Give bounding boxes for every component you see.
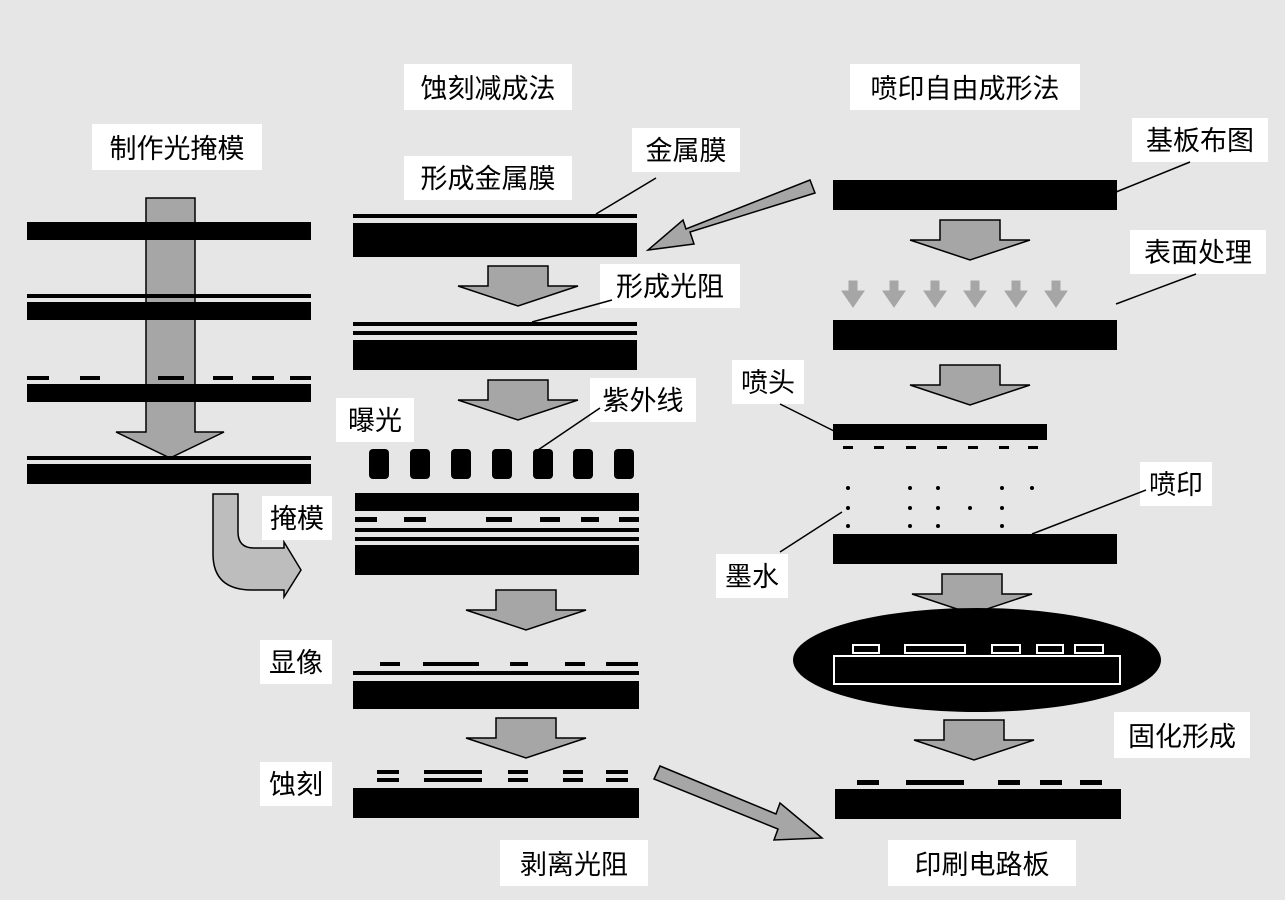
mask-film-2 — [27, 294, 311, 298]
etch-label: 蚀刻 — [269, 770, 323, 801]
cured-traces — [852, 644, 1104, 654]
developed-resist — [380, 662, 638, 666]
curved-arrow-to-mask — [212, 493, 302, 600]
final-traces — [857, 780, 1102, 785]
curing-label: 固化形成 — [1128, 722, 1236, 753]
treatment-arrows — [841, 280, 1068, 308]
inkjet-column-title: 喷印自由成形法 — [871, 74, 1060, 105]
board-final — [835, 789, 1121, 819]
nozzle-label: 喷头 — [741, 368, 795, 399]
substrate-5 — [353, 788, 639, 818]
ink-label: 墨水 — [725, 562, 779, 593]
board-2 — [833, 320, 1117, 350]
printing-label: 喷印 — [1149, 470, 1203, 501]
mask-label: 掩模 — [270, 504, 324, 535]
arrow-layout-to-metal — [645, 179, 816, 252]
mask-plate-2 — [27, 302, 311, 320]
substrate-3 — [355, 545, 639, 575]
mask-plate-1 — [27, 222, 311, 240]
exposure-label: 曝光 — [348, 406, 402, 437]
mask-pattern-3 — [27, 376, 311, 380]
nozzle-orifices — [843, 446, 1038, 449]
mask-title-box — [92, 124, 262, 170]
substrate-2 — [353, 340, 637, 370]
mask-plate-3 — [27, 384, 311, 402]
etched-pattern — [377, 770, 628, 782]
uv-label: 紫外线 — [603, 386, 684, 417]
board-in-oven — [833, 655, 1121, 685]
surface-treatment-label: 表面处理 — [1144, 238, 1252, 269]
inkjet-column: 喷印自由成形法 基板布图 表面处理 喷头 — [716, 64, 1268, 886]
layout-label: 基板布图 — [1146, 126, 1254, 157]
etching-column-title: 蚀刻减成法 — [421, 74, 556, 105]
mask-column: 制作光掩模 — [27, 124, 311, 600]
pcb-label: 印刷电路板 — [915, 850, 1050, 881]
develop-label: 显像 — [269, 648, 323, 679]
board-3 — [833, 534, 1117, 564]
metal-film-layer — [353, 214, 637, 218]
mask-plate — [355, 493, 639, 511]
mask-pattern-4-segments — [27, 456, 311, 460]
etching-column: 蚀刻减成法 形成金属膜 金属膜 形成光阻 紫外线 曝光 — [260, 64, 740, 886]
strip-resist-label: 剥离光阻 — [520, 850, 628, 881]
arrow-etch-to-pcb — [652, 765, 824, 841]
ink-droplets — [846, 486, 1034, 528]
metal-film-formation-label: 形成金属膜 — [421, 164, 556, 195]
board-1 — [833, 180, 1117, 210]
uv-light-blocks — [369, 449, 634, 479]
metal-film-label: 金属膜 — [646, 136, 727, 167]
mask-plate-4 — [27, 464, 311, 484]
photoresist-formation-label: 形成光阻 — [616, 272, 724, 303]
photoresist-layer — [353, 322, 637, 326]
substrate-1 — [353, 223, 637, 257]
mask-column-title: 制作光掩模 — [110, 134, 245, 165]
inkjet-head — [833, 424, 1047, 440]
substrate-4 — [353, 681, 639, 709]
mask-pattern — [355, 517, 639, 522]
